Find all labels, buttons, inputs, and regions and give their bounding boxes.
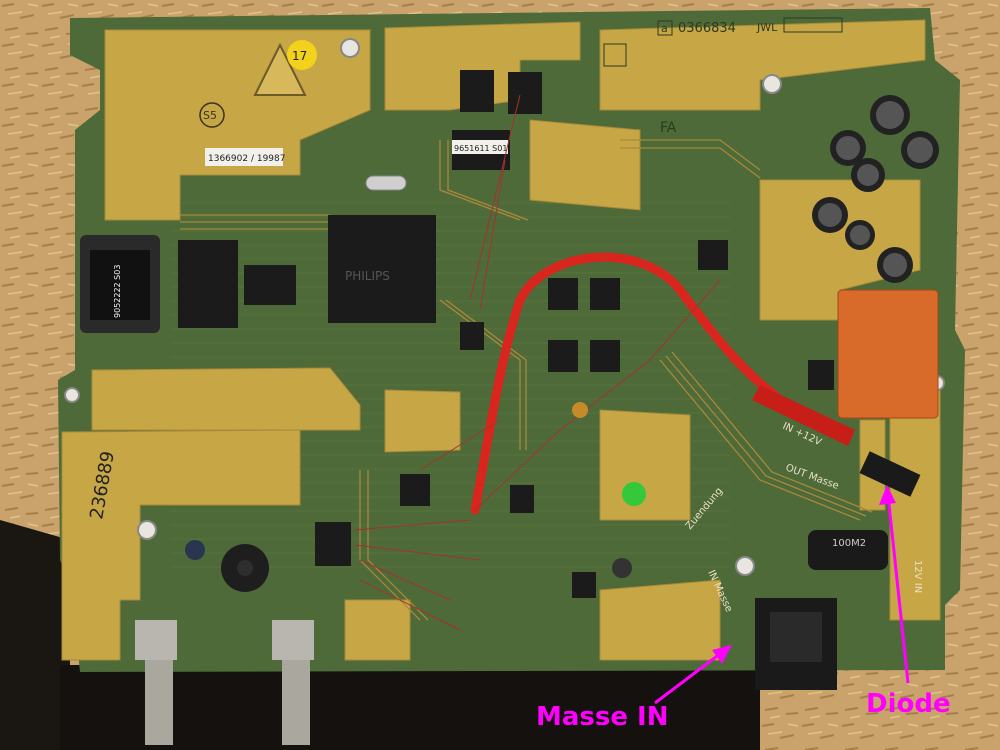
silk-12v-in: 12V IN	[912, 560, 923, 593]
chip-label-2: 9052222 S03	[113, 265, 122, 318]
barcode-box	[783, 17, 843, 33]
part-number: 0366834	[678, 21, 736, 36]
green-led	[622, 482, 646, 506]
maker-logo: JWL	[756, 21, 778, 34]
electrolytic-capacitors	[185, 95, 939, 578]
esd-triangle	[253, 42, 307, 96]
trace-bundles	[180, 139, 873, 621]
relay	[837, 289, 939, 419]
masse-in-annotation: Masse IN	[536, 702, 669, 732]
label-chip-sticker	[452, 140, 508, 154]
diode-annotation: Diode	[866, 689, 951, 719]
esd-sticker-text: 17	[292, 49, 307, 63]
cpu-label: PHILIPS	[345, 269, 390, 283]
copper-pours	[61, 19, 941, 661]
annotation-arrows	[654, 485, 910, 705]
plcc-inner	[90, 250, 150, 320]
bottom-shadow	[60, 665, 760, 750]
ic-chips	[178, 70, 834, 598]
dark-shadow	[0, 520, 70, 750]
diode-part	[859, 451, 921, 497]
wirewrap-wires	[354, 94, 721, 631]
axial-inductor	[808, 530, 888, 570]
toroid-center	[237, 560, 253, 576]
orange-component	[572, 402, 588, 418]
coax-connectors	[135, 620, 314, 745]
date-circle	[199, 102, 225, 128]
crystal	[365, 175, 407, 191]
fa-marking: FA	[660, 120, 677, 136]
red-wire	[470, 252, 780, 515]
a-square	[603, 43, 627, 67]
serial-sticker	[205, 148, 283, 166]
revision-box	[657, 20, 673, 36]
rj-jack-opening	[770, 612, 822, 662]
revision-letter: a	[661, 22, 668, 35]
serial-label: 1366902 / 19987	[208, 154, 285, 164]
inductor-label: 100M2	[832, 538, 866, 549]
date-code: S5	[203, 109, 217, 122]
esd-sticker	[287, 40, 317, 70]
mounting-holes	[64, 38, 945, 576]
chip-label-1: 9651611 S01	[454, 144, 507, 153]
red-connector	[752, 385, 855, 446]
